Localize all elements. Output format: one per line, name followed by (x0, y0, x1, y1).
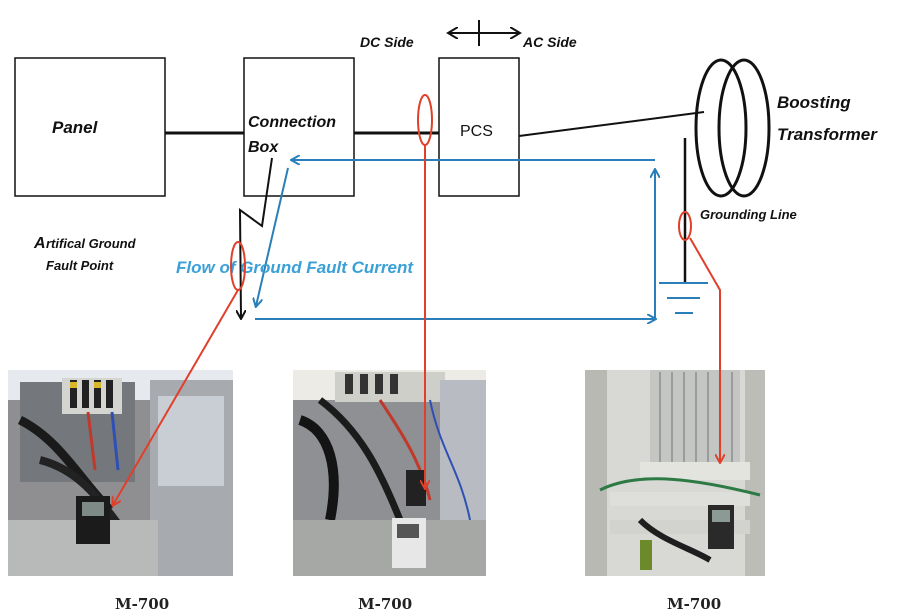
grounding-line-label: Grounding Line (700, 207, 797, 222)
photo-caption-1: M-700 (115, 595, 169, 613)
clamp-marker-dc (417, 94, 433, 146)
photo-caption-3: M-700 (667, 595, 721, 613)
flow-arrow-diagonal (256, 167, 289, 306)
photo-caption-2: M-700 (358, 595, 412, 613)
clamp-marker-ground (678, 211, 692, 241)
fault-point-label-2: Fault Point (46, 258, 114, 273)
fault-point-label-1: rtifical Ground (46, 236, 137, 251)
connection-box (243, 57, 355, 197)
ac-side-label: AC Side (522, 34, 577, 50)
connection-box-label-1: Connection (248, 114, 336, 131)
transformer-label-1: Boosting (777, 93, 851, 112)
transformer-coil-1 (694, 58, 748, 198)
photo-connection-box (8, 370, 233, 576)
pcs-label: PCS (460, 123, 493, 140)
fault-point-initial: A (33, 235, 46, 252)
connector-ground-to-photo (689, 237, 720, 462)
fault-lead (240, 157, 273, 318)
photo-pcs (293, 370, 486, 576)
pcs-box (438, 57, 520, 197)
flow-label: Flow of Ground Fault Current (176, 258, 414, 277)
connector-fault-to-photo (113, 289, 239, 505)
transformer-label-2: Transformer (777, 125, 878, 144)
transformer-coil-2 (717, 58, 771, 198)
connection-box-label-2: Box (248, 139, 279, 156)
pcs-to-transformer-wire (518, 111, 705, 137)
dc-side-label: DC Side (360, 34, 414, 50)
panel-box (14, 57, 166, 197)
photo-transformer (585, 370, 765, 576)
panel-label: Panel (52, 118, 99, 137)
